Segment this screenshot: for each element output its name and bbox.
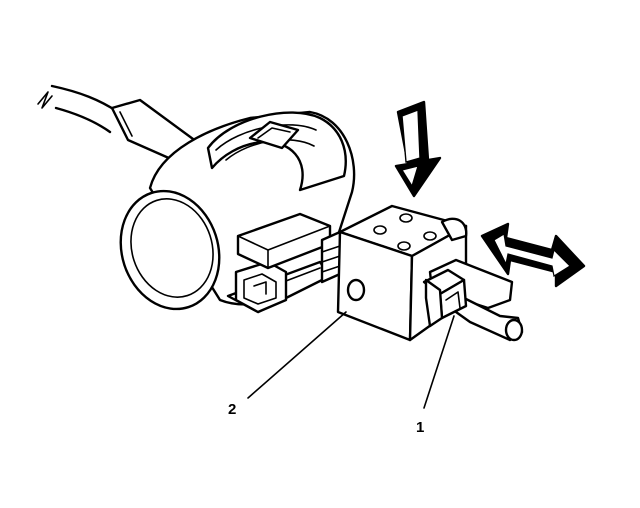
double-horizontal-arrow-icon xyxy=(480,222,586,288)
plunger-shaft xyxy=(422,258,524,342)
leader-line-1 xyxy=(423,315,455,409)
callout-label-1: 1 xyxy=(416,419,424,436)
sensor-housing xyxy=(119,110,356,314)
callout-label-2: 2 xyxy=(228,401,236,418)
leader-line-2 xyxy=(247,311,347,399)
down-arrow-icon xyxy=(394,100,442,198)
